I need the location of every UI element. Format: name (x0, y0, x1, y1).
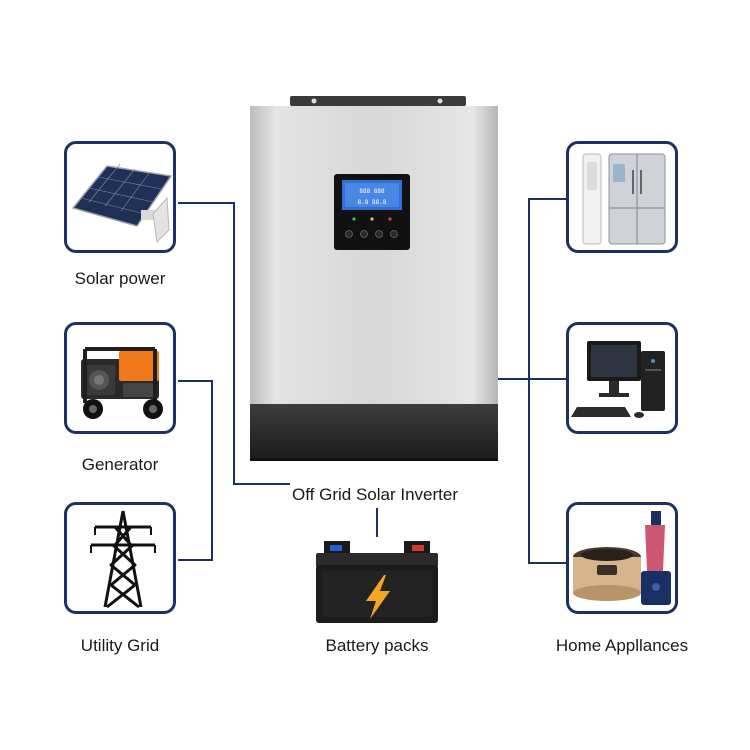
loads-label: Home Appllances (555, 636, 689, 655)
mounting-bracket (290, 96, 466, 106)
load-box-kitchen (566, 502, 678, 614)
load-box-fridge (566, 141, 678, 253)
svg-text:8.8 88.8: 8.8 88.8 (358, 199, 387, 206)
loads-bus (528, 198, 566, 564)
source-label-grid: Utility Grid (80, 636, 160, 655)
inverter-case (250, 106, 498, 404)
panel-button (390, 230, 398, 238)
panel-button (345, 230, 353, 238)
inverter-label: Off Grid Solar Inverter (292, 485, 458, 504)
load-box-computer (566, 322, 678, 434)
panel-button (375, 230, 383, 238)
source-box-generator (64, 322, 176, 434)
source-label-solar: Solar power (74, 269, 166, 288)
source-box-grid (64, 502, 176, 614)
panel-button (360, 230, 368, 238)
inverter-base (250, 404, 498, 460)
desktop-computer-icon (571, 341, 665, 418)
svg-text:888 888: 888 888 (359, 188, 385, 195)
solar-connector (178, 202, 290, 485)
rice-cooker-icon (573, 511, 671, 605)
power-tower-icon (90, 510, 156, 609)
car-battery-icon (316, 541, 438, 623)
grid-connector (178, 484, 213, 561)
generator-icon (81, 347, 163, 419)
source-label-generator: Generator (81, 455, 159, 474)
generator-connector (178, 380, 213, 484)
solar-panel-icon (71, 163, 173, 244)
refrigerator-icon (582, 153, 666, 245)
source-box-solar (64, 141, 176, 253)
storage-label: Battery packs (325, 636, 429, 655)
inverter-unit: 888 888 8.8 88.8 (250, 96, 498, 461)
